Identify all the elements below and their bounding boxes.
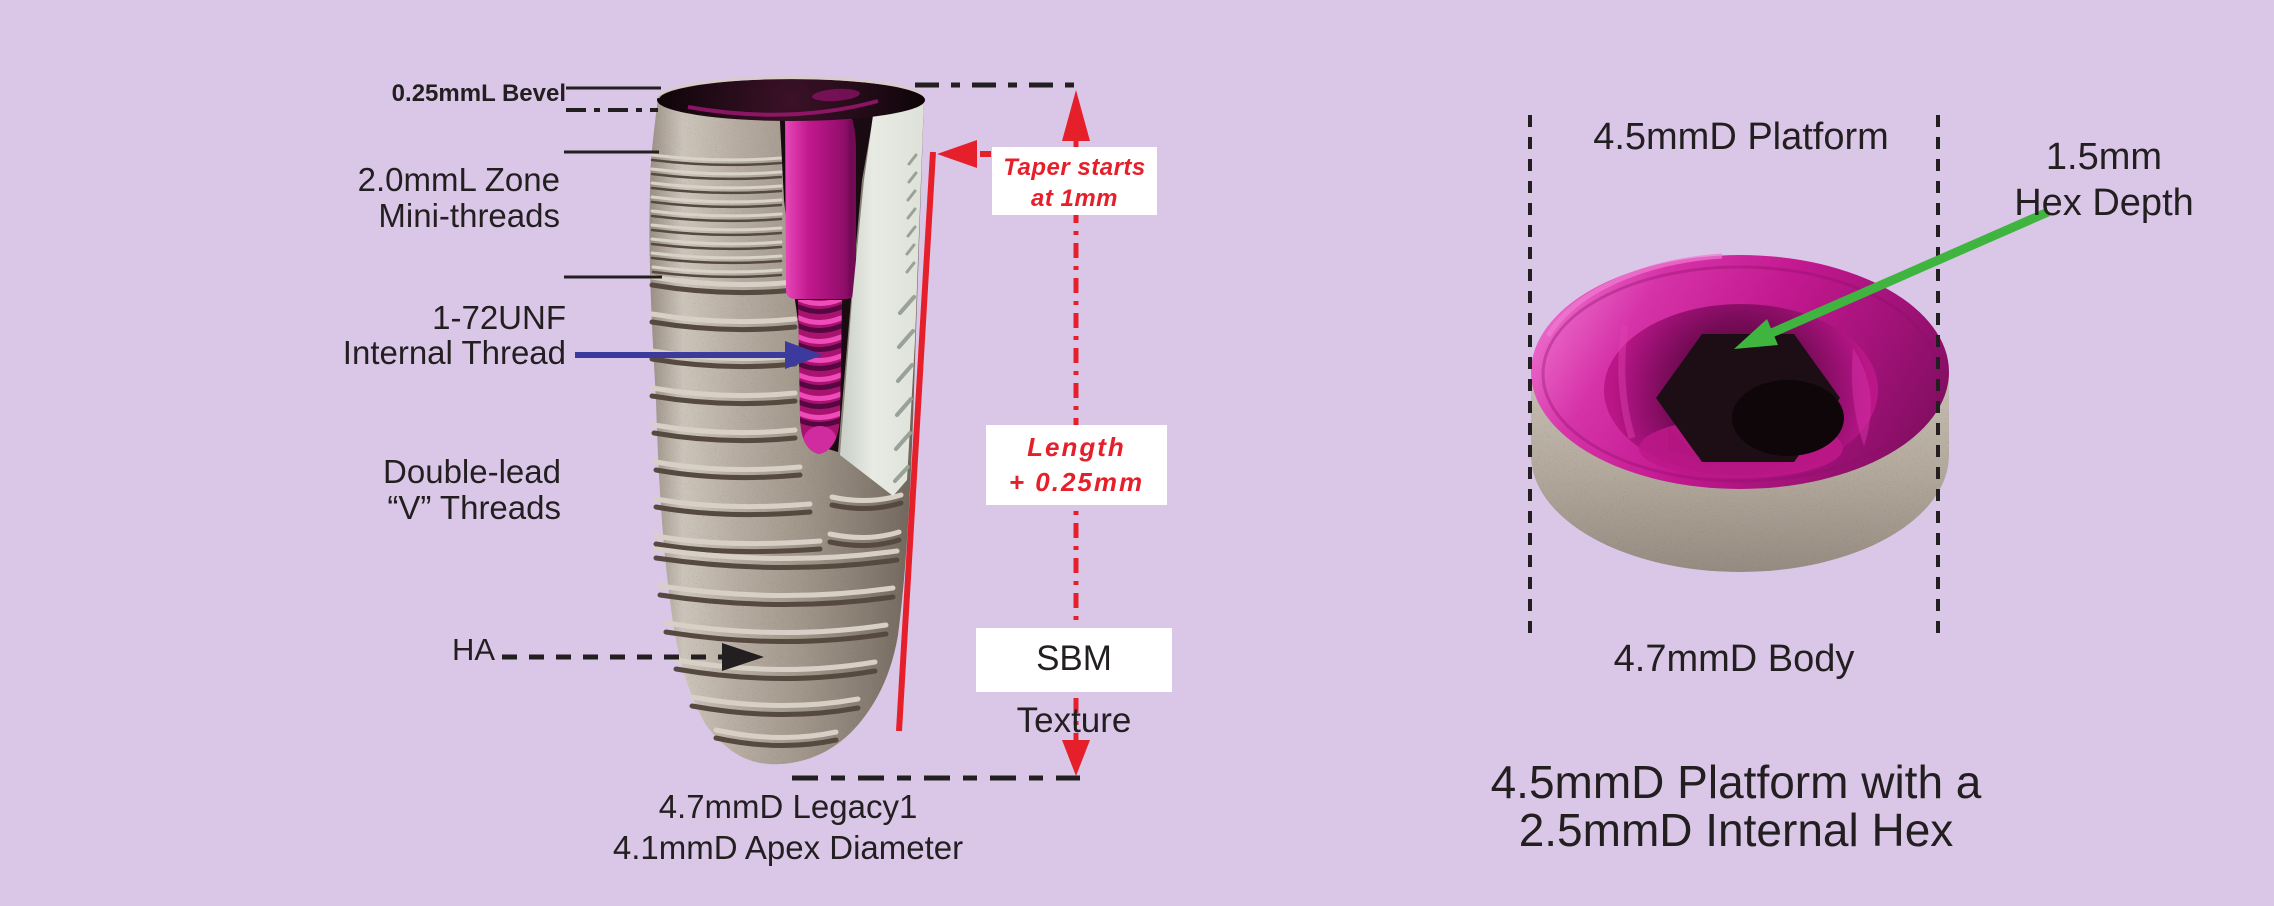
abutment-well — [785, 104, 856, 300]
platform-diameter-dashed-lines — [1528, 115, 1940, 643]
length-note: Length + 0.25mm — [986, 425, 1167, 505]
cross-section-panel — [840, 99, 924, 496]
platform-caption-line2: 2.5mmD Internal Hex — [1518, 804, 1954, 856]
platform-inner-ring-shade — [1541, 265, 1939, 483]
bevel-leader-lines — [566, 86, 661, 112]
length-note-line2: + 0.25mm — [1008, 467, 1145, 497]
mini-thread-zone-label-line1: 2.0mmL Zone — [357, 161, 560, 198]
sbm-texture-note: SBM Texture — [976, 628, 1172, 740]
internal-thread-label-line1: 1-72UNF — [432, 299, 566, 336]
taper-start-arrow — [937, 140, 991, 168]
length-note-line1: Length — [1027, 432, 1126, 462]
v-threads-label-line2: “V” Threads — [387, 489, 561, 526]
hex-through-hole — [1732, 380, 1844, 456]
implant-top-rim-highlight — [656, 76, 922, 99]
internal-thread-arrow — [575, 341, 823, 369]
internal-thread-label: 1-72UNF Internal Thread — [343, 300, 566, 370]
ha-arrow — [502, 643, 764, 671]
internal-thread-bore — [798, 300, 842, 454]
implant-caption: 4.7mmD Legacy1 4.1mmD Apex Diameter — [538, 786, 1038, 868]
recess-left-gleam — [1668, 428, 1700, 458]
platform-diameter-label: 4.5mmD Platform — [1593, 116, 1889, 158]
platform-caption-line1: 4.5mmD Platform with a — [1490, 756, 1982, 808]
mini-threads-texture — [650, 153, 783, 279]
implant-top-gleam — [812, 88, 860, 102]
mini-thread-zone-label: 2.0mmL Zone Mini-threads — [358, 162, 560, 234]
hex-depth-label-line1: 1.5mm — [2045, 136, 2163, 178]
ha-label: HA — [452, 632, 496, 667]
platform-top-illustration — [1531, 253, 1949, 572]
v-threads-texture-right — [827, 492, 904, 549]
implant-top-magenta-arc — [687, 99, 879, 117]
hex-depth-arrow — [1734, 207, 2050, 349]
platform-rim-highlight — [1545, 253, 1723, 338]
platform-caption: 4.5mmD Platform with a 2.5mmD Internal H… — [1386, 758, 2086, 854]
mini-thread-zone-label-line2: Mini-threads — [378, 197, 560, 234]
panel-thread-serrations — [893, 153, 918, 483]
taper-start-note: Taper starts at 1mm — [992, 147, 1157, 215]
v-threads-texture-lower — [653, 546, 900, 748]
recess-left-streak — [1618, 324, 1636, 440]
recess-right-gleam — [1851, 348, 1871, 446]
implant-caption-line1: 4.7mmD Legacy1 — [658, 788, 918, 825]
internal-thread-label-line2: Internal Thread — [342, 334, 566, 371]
hex-depth-label: 1.5mm Hex Depth — [1954, 134, 2254, 226]
implant-cutaway-illustration — [649, 76, 925, 765]
hex-depth-label-line2: Hex Depth — [2014, 182, 2194, 224]
v-threads-label: Double-lead “V” Threads — [383, 454, 561, 526]
bevel-label: 0.25mmL Bevel — [391, 80, 566, 107]
implant-caption-line2: 4.1mmD Apex Diameter — [612, 829, 964, 866]
mini-thread-zone-leader-lines — [564, 150, 662, 279]
taper-start-note-line1: Taper starts — [1003, 154, 1146, 181]
taper-start-note-line2: at 1mm — [1030, 185, 1119, 212]
taper-profile-line — [896, 151, 936, 732]
body-diameter-label: 4.7mmD Body — [1613, 638, 1855, 680]
v-threads-label-line1: Double-lead — [383, 453, 561, 490]
